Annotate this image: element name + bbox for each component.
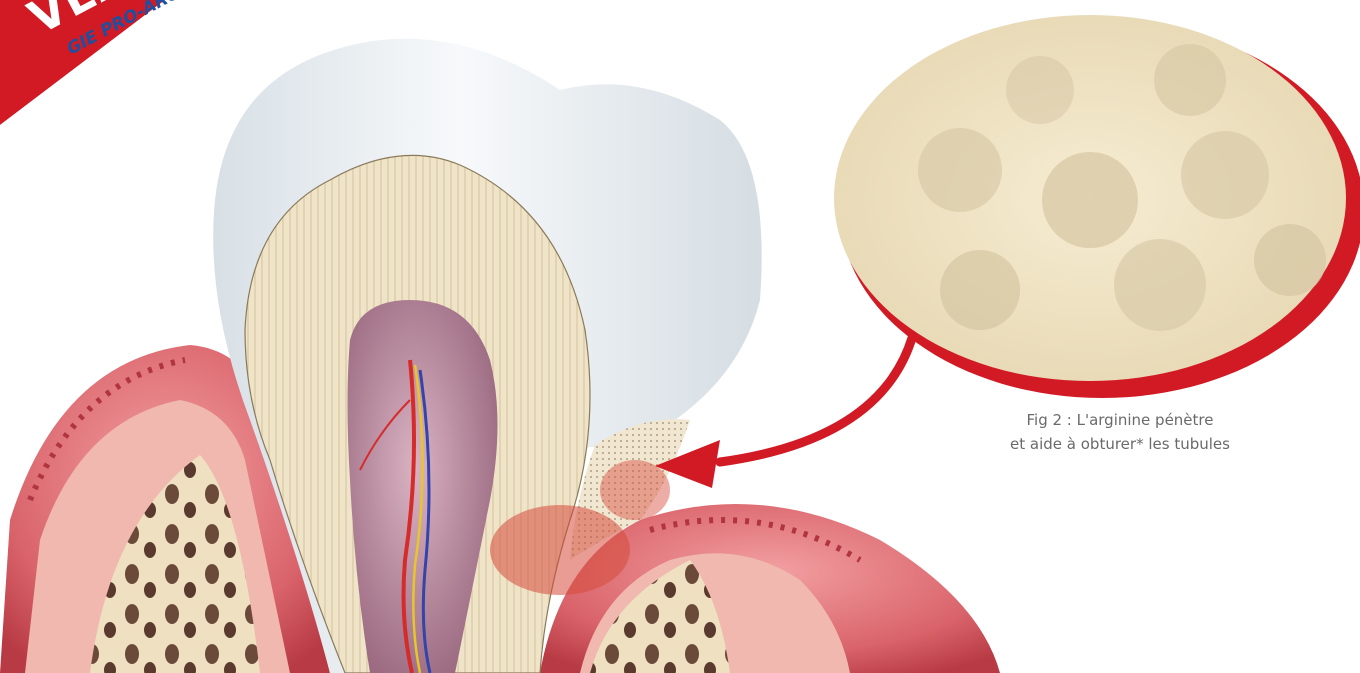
caption-line-1: Fig 2 : L'arginine pénètre — [930, 408, 1310, 432]
caption-line-2: et aide à obturer* les tubules — [930, 432, 1310, 456]
badge-ribbon — [0, 0, 170, 150]
figure-caption: Fig 2 : L'arginine pénètre et aide à obt… — [930, 408, 1310, 456]
